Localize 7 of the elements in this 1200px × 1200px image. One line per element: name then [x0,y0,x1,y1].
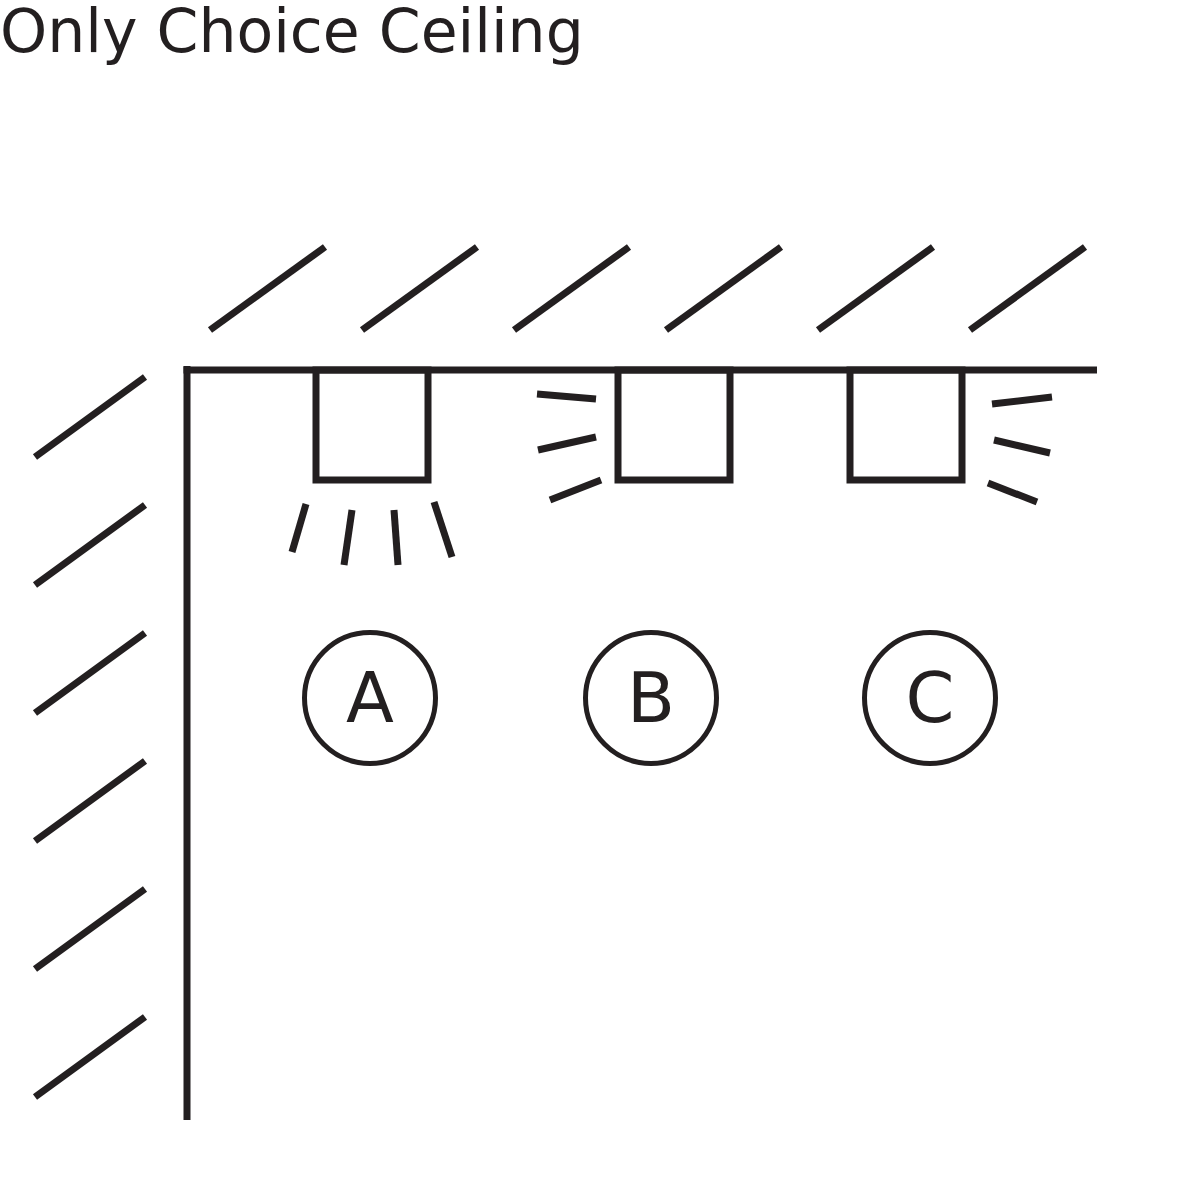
title: Only Choice Ceiling [0,0,584,66]
callout-letter: B [627,663,675,733]
callout-circle [862,630,998,766]
callout-letter: A [346,663,394,733]
callout-letter: C [905,663,955,733]
callout-circle [583,630,719,766]
callout-circle [302,630,438,766]
